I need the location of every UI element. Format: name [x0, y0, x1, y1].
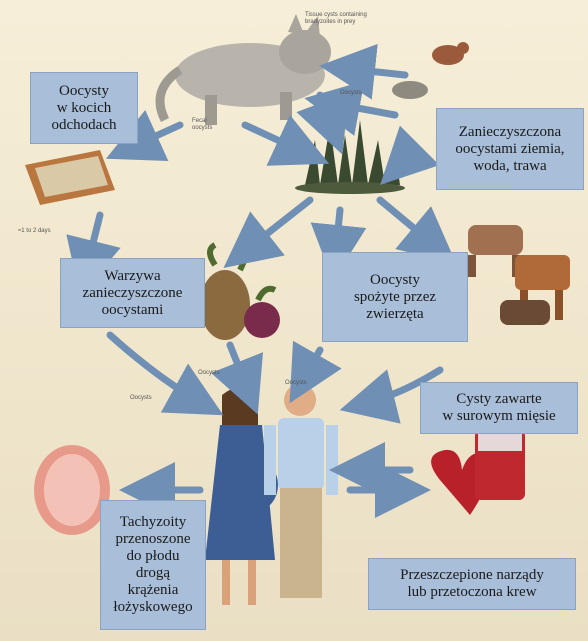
cat-feces-text: Oocysty w kocich odchodach — [52, 83, 117, 134]
organ-blood-illustration — [431, 430, 525, 515]
animals-text: Oocysty spożyte przez zwierzęta — [354, 272, 436, 323]
transplant-box: Przeszczepione narządy lub przetoczona k… — [368, 558, 576, 610]
raw-meat-box: Cysty zawarte w surowym mięsie — [420, 382, 578, 434]
oocysts-top-label: Oocysts — [340, 90, 362, 97]
vegetables-box: Warzywa zanieczyszczone oocystami — [60, 258, 205, 328]
oocysts-left-label: Oocysts — [130, 395, 152, 402]
prey-illustration — [392, 42, 469, 99]
contaminated-soil-box: Zanieczyszczona oocystami ziemia, woda, … — [436, 108, 584, 190]
man-illustration — [264, 384, 338, 598]
contaminated-soil-text: Zanieczyszczona oocystami ziemia, woda, … — [455, 124, 564, 175]
tissue-cysts-label: Tissue cysts containing bradyzoites in p… — [305, 12, 367, 26]
oocysts-mid-label: Oocysts — [198, 370, 220, 377]
litter-box-illustration — [25, 150, 115, 205]
fecal-oocysts-label: Fecal oocysts — [192, 118, 212, 132]
transplacental-box: Tachyzoity przenoszone do płodu drogą kr… — [100, 500, 206, 630]
fetus-illustration — [34, 445, 110, 535]
vegetables-illustration — [200, 245, 280, 340]
transplant-text: Przeszczepione narządy lub przetoczona k… — [400, 567, 544, 601]
days-label: ≈1 to 2 days — [18, 228, 51, 235]
pregnant-woman-illustration — [205, 388, 278, 606]
cat-feces-box: Oocysty w kocich odchodach — [30, 72, 138, 144]
oocysts-right-label: Oocysts — [285, 380, 307, 387]
raw-meat-text: Cysty zawarte w surowym mięsie — [442, 391, 555, 425]
animals-box: Oocysty spożyte przez zwierzęta — [322, 252, 468, 342]
animals-illustration — [468, 225, 570, 325]
transplacental-text: Tachyzoity przenoszone do płodu drogą kr… — [113, 514, 192, 616]
cat-illustration — [160, 14, 331, 125]
vegetables-text: Warzywa zanieczyszczone oocystami — [83, 268, 183, 319]
